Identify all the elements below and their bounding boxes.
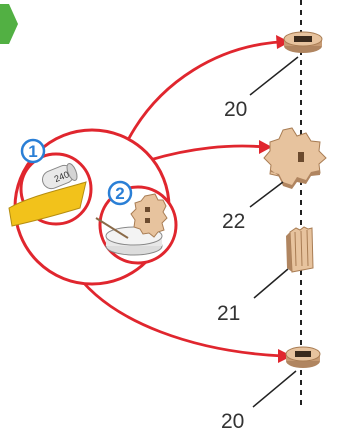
- step-number-2: 2: [115, 184, 124, 203]
- sanding-step: 240 1: [8, 138, 93, 227]
- small-gear-icon: [130, 193, 168, 238]
- part-label-1: 20: [224, 98, 247, 121]
- connector-arrows: [70, 40, 284, 358]
- part-gear: 22: [222, 127, 327, 233]
- part-label-2: 22: [222, 210, 245, 233]
- arrowhead-2: [259, 140, 272, 154]
- smoothing-step: 2: [95, 180, 178, 265]
- part-label-4: 20: [221, 410, 244, 433]
- step-badge-2: [107, 180, 133, 206]
- arrow-to-part-4: [70, 267, 284, 358]
- step-number-1: 1: [28, 142, 37, 161]
- part-round-bushing-bottom: 20: [221, 346, 321, 433]
- green-arrow-icon[interactable]: [0, 4, 18, 44]
- arrowhead-4: [278, 349, 292, 363]
- part-round-bushing-top: 20: [224, 31, 323, 121]
- step-badge-1: [20, 138, 46, 164]
- arrow-to-part-2: [149, 144, 266, 162]
- part-label-3: 21: [217, 302, 240, 325]
- arrowheads: [259, 35, 292, 363]
- sandpaper-roll-icon: 240: [8, 163, 87, 227]
- arrow-to-part-1: [126, 40, 281, 141]
- arrowhead-1: [276, 35, 290, 49]
- part-finger-block: 21: [217, 226, 314, 325]
